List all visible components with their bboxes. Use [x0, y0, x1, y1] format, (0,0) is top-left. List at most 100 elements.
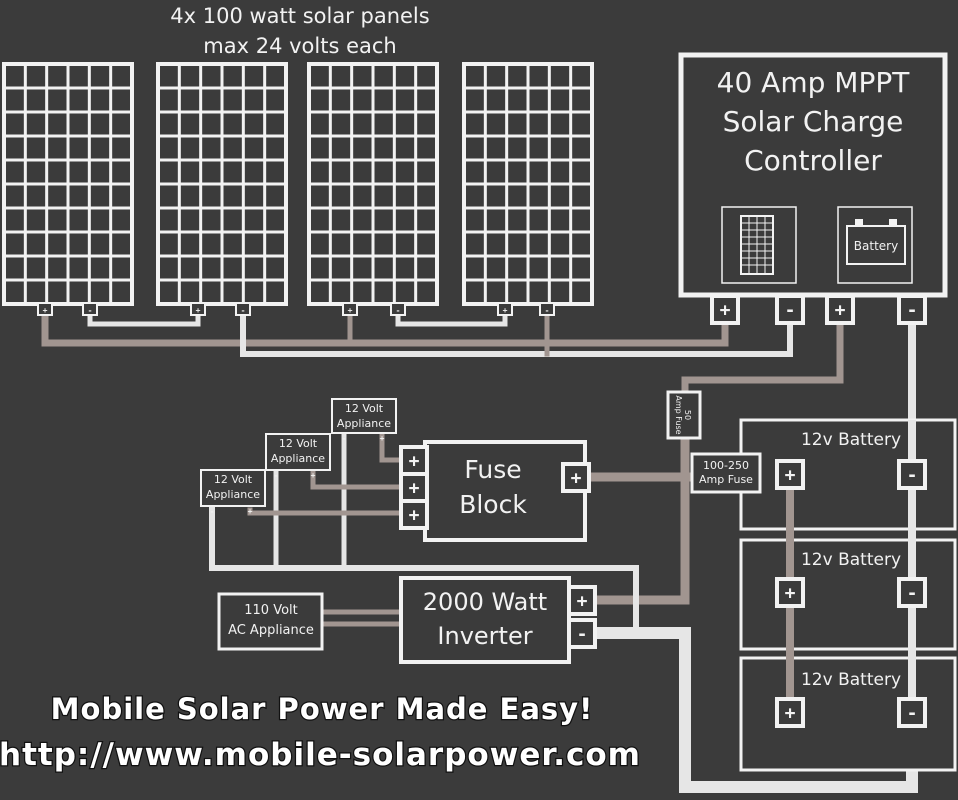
battery-3-plus-terminal[interactable]: +: [775, 697, 805, 728]
battery-1-plus-terminal[interactable]: +: [775, 459, 805, 490]
fuse-main-line-1: 100-250: [703, 459, 749, 472]
inverter-line-2: Inverter: [437, 622, 532, 650]
appliance-3-plus: +: [380, 434, 385, 443]
solar-panel-icon: [740, 215, 774, 275]
banner-url[interactable]: http://www.mobile-solarpower.com: [0, 736, 641, 775]
appliance-2-plus: +: [311, 471, 316, 480]
controller-terminals: + - + -: [710, 294, 927, 325]
fuse-block-output-terminal-3[interactable]: +: [399, 499, 429, 530]
array-positive-wire: [41, 308, 729, 347]
controller-battery-positive-wire: [681, 318, 844, 399]
array-negative-wire: [240, 309, 793, 357]
battery-icon: Battery: [846, 219, 906, 265]
fuse-block-output-terminal-1[interactable]: +: [399, 445, 429, 476]
panel-3-plus-terminal[interactable]: [342, 302, 358, 316]
panel-3-minus-sign: -: [396, 306, 401, 315]
battery-2-label: 12v Battery: [801, 550, 901, 570]
fuse-block-output-sign-3: +: [409, 505, 420, 526]
fuse-block-output-terminal-2[interactable]: +: [399, 472, 429, 503]
charge-controller: 40 Amp MPPT Solar Charge Controller Batt…: [678, 52, 948, 298]
solar-panel-1: +-: [2, 62, 134, 316]
solar-panel-4: +-: [462, 62, 594, 316]
appliance-2-line-1: 12 Volt: [279, 437, 318, 450]
panel-2-minus-terminal[interactable]: [235, 302, 251, 316]
battery-2-minus-terminal[interactable]: -: [897, 577, 927, 608]
battery-1-label: 12v Battery: [801, 430, 901, 450]
controller-title-line-2: Solar Charge: [723, 105, 904, 138]
controller-title-line-1: 40 Amp MPPT: [717, 66, 911, 99]
appliance-positive-feed-1: [247, 507, 413, 516]
panel-4-minus-terminal[interactable]: [539, 302, 555, 316]
controller-pv-minus-terminal[interactable]: -: [775, 294, 805, 325]
fuse-block-input-sign: +: [571, 468, 582, 489]
appliance-2-minus: -: [274, 471, 279, 480]
battery-3-minus-terminal[interactable]: -: [897, 697, 927, 728]
appliance-1-line-2: Appliance: [206, 488, 260, 501]
appliance-1: 12 Volt Appliance - +: [200, 469, 266, 516]
fuse-main: 100-250 Amp Fuse: [690, 452, 762, 494]
battery-1-minus-terminal[interactable]: -: [897, 459, 927, 490]
battery-terminals: + - + - + -: [775, 459, 927, 728]
controller-pv-minus-sign: -: [785, 300, 796, 321]
solar-panel-3: +-: [307, 62, 439, 316]
controller-pv-plus-sign: +: [720, 300, 731, 321]
panel-4-minus-sign: -: [545, 306, 550, 315]
appliance-3: 12 Volt Appliance - +: [331, 398, 397, 443]
controller-title-line-3: Controller: [744, 144, 882, 177]
battery-3-plus-sign: +: [785, 703, 796, 724]
controller-battery-plus-sign: +: [835, 300, 846, 321]
panel-2-plus-sign: +: [196, 306, 201, 315]
ac-appliance-line-2: AC Appliance: [228, 623, 314, 638]
fuse-50-amp-line-1: 50: [683, 410, 692, 420]
array-link-wire: [347, 309, 550, 357]
fuse-block: Fuse Block + + + +: [399, 440, 591, 542]
fuse-block-input-terminal[interactable]: +: [561, 462, 591, 493]
panel-1-plus-terminal[interactable]: [37, 302, 53, 316]
solar-panel-2: +-: [156, 62, 288, 316]
appliance-positive-feed-2: [310, 467, 413, 490]
battery-icon-label: Battery: [854, 239, 898, 253]
controller-pv-plus-terminal[interactable]: +: [710, 294, 740, 325]
panel-4-plus-terminal[interactable]: [497, 302, 513, 316]
panels-heading-line-2: max 24 volts each: [203, 34, 396, 58]
appliance-3-line-1: 12 Volt: [345, 402, 384, 415]
battery-1-plus-sign: +: [785, 465, 796, 486]
ac-appliance-line-1: 110 Volt: [244, 603, 298, 618]
controller-panel-input-box: [721, 206, 797, 284]
panel-1-minus-sign: -: [88, 306, 93, 315]
appliance-3-minus: -: [342, 434, 347, 443]
battery-3-minus-sign: -: [907, 703, 918, 724]
appliance-1-plus: +: [248, 507, 253, 516]
battery-1-minus-sign: -: [907, 465, 918, 486]
inverter: 2000 Watt Inverter + -: [399, 576, 597, 664]
panel-1-minus-terminal[interactable]: [82, 302, 98, 316]
inverter-plus-sign: +: [577, 591, 588, 612]
controller-battery-minus-terminal[interactable]: -: [897, 294, 927, 325]
fuse-block-line-2: Block: [459, 490, 527, 519]
fuse-50-amp-line-2: Amp Fuse: [674, 395, 683, 434]
panel-3-minus-terminal[interactable]: [390, 302, 406, 316]
inverter-plus-terminal[interactable]: +: [567, 585, 597, 616]
solar-panels: +-+-+-+-: [2, 62, 594, 316]
battery-2-plus-terminal[interactable]: +: [775, 577, 805, 608]
fuse-block-line-1: Fuse: [464, 455, 521, 484]
appliance-1-line-1: 12 Volt: [214, 473, 253, 486]
panel-4-plus-sign: +: [503, 306, 508, 315]
panel-series-wire-1: [87, 309, 201, 327]
fuse-chain-wire: [590, 433, 690, 605]
inverter-minus-terminal[interactable]: -: [567, 618, 597, 649]
panel-2-plus-terminal[interactable]: [190, 302, 206, 316]
inverter-minus-sign: -: [577, 624, 588, 645]
appliance-1-minus: -: [210, 507, 215, 516]
panel-series-wire-2: [395, 309, 508, 327]
appliance-negative-bus: [209, 507, 639, 633]
appliance-2-line-2: Appliance: [271, 452, 325, 465]
fuse-50-amp: 50 Amp Fuse: [666, 390, 702, 440]
controller-battery-plus-terminal[interactable]: +: [825, 294, 855, 325]
fuse-block-output-sign-1: +: [409, 451, 420, 472]
battery-3-label: 12v Battery: [801, 670, 901, 690]
appliance-2: 12 Volt Appliance - +: [265, 433, 331, 480]
fuse-main-line-2: Amp Fuse: [699, 473, 753, 486]
fuse-block-output-sign-2: +: [409, 478, 420, 499]
